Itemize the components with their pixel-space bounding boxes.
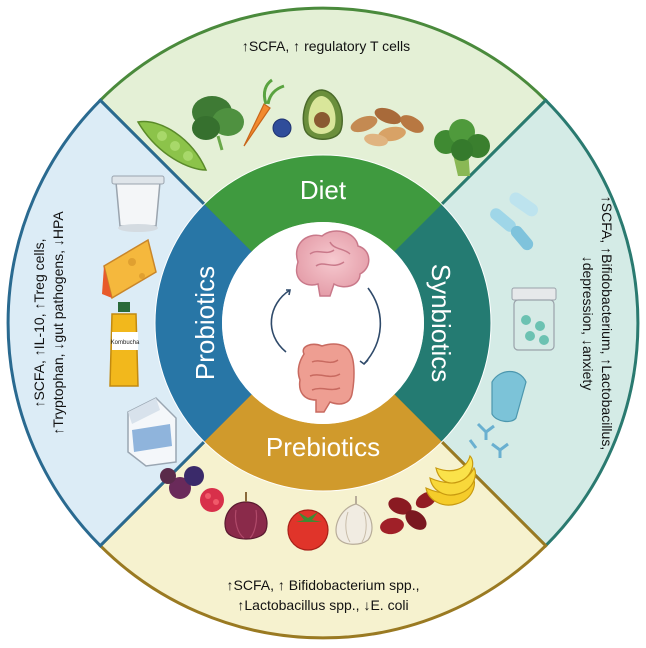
raspberry-icon (200, 488, 224, 512)
pea-pod-icon (136, 120, 208, 171)
yogurt-cup-icon (111, 175, 165, 232)
blueberry-icon (272, 118, 292, 138)
prebiotics-effects-line2: ↑Lactobacillus spp., ↓E. coli (237, 597, 408, 613)
berries-icon (160, 466, 204, 499)
intestine-icon (297, 343, 355, 413)
synbiotics-label: Synbiotics (426, 264, 456, 383)
probiotics-label: Probiotics (190, 266, 220, 380)
brain-icon (295, 230, 370, 297)
probiotics-effects-line2: ↑Tryptophan, ↓gut pathogens, ↓HPA (50, 211, 66, 435)
capsules-icon (490, 192, 538, 251)
bacteria-icon (468, 422, 509, 458)
kombucha-bottle-icon: Kombucha (109, 302, 140, 387)
synbiotics-effects-line1: ↑SCFA, ↑Bifidobacterium, ↑Lactobacillus, (599, 196, 615, 450)
probiotics-effects-line1: ↑SCFA, ↑IL-10, ↑Treg cells, (31, 238, 47, 407)
tomato-icon (287, 509, 329, 551)
broccoli-icon (434, 119, 490, 176)
nuts-icon (350, 107, 424, 147)
kidney-beans-icon (380, 491, 437, 535)
center-circle (222, 222, 424, 424)
diet-label: Diet (300, 175, 347, 205)
synbiotics-ring-segment (394, 204, 492, 442)
prebiotics-foods (160, 454, 477, 551)
diet-effects: ↑SCFA, ↑ regulatory T cells (242, 38, 410, 54)
avocado-icon (302, 89, 343, 140)
milk-carton-icon (127, 397, 177, 467)
cycle-arrows-icon (270, 287, 382, 366)
open-capsule-icon (491, 370, 527, 423)
prebiotics-label: Prebiotics (266, 432, 380, 462)
bottle-label: Kombucha (111, 340, 140, 346)
spinach-icon (192, 96, 244, 151)
bananas-icon (425, 454, 477, 506)
cheese-icon (102, 238, 157, 300)
inner-ring (154, 154, 492, 492)
garlic-icon (335, 496, 373, 545)
probiotics-foods: Kombucha (102, 175, 177, 467)
diet-foods (136, 78, 490, 176)
probiotics-ring-segment (154, 204, 252, 442)
pill-bottle-icon (511, 287, 557, 351)
onion-icon (224, 492, 268, 540)
prebiotics-ring-segment (204, 394, 442, 492)
synbiotics-effects-line2: ↓depression, ↓anxiety (580, 256, 596, 391)
synbiotics-items (468, 192, 557, 458)
carrot-icon (243, 78, 285, 147)
diet-ring-segment (204, 154, 442, 252)
prebiotics-effects-line1: ↑SCFA, ↑ Bifidobacterium spp., (227, 577, 420, 593)
